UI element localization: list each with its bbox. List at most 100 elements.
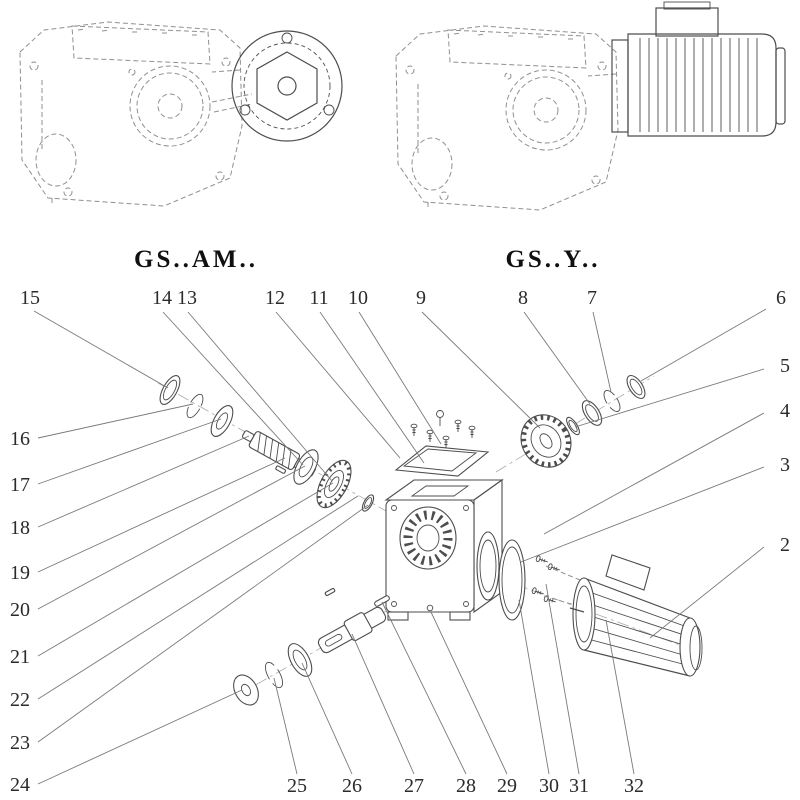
part-snap-ring-input [603,390,621,412]
part-key-pin [275,465,287,474]
part-spacer-ring-small [361,494,375,512]
part-pin-small [324,587,336,597]
leader-line-24 [37,689,243,785]
exploded-view [157,374,705,706]
part-output-shaft [317,606,387,654]
part-shaft-key [374,595,390,607]
leader-line-14 [162,311,304,466]
callout-number-32: 32 [624,775,644,797]
callout-number-25: 25 [287,775,307,797]
callout-number-21: 21 [10,646,30,668]
callout-number-22: 22 [10,689,30,711]
leader-line-19 [37,457,286,573]
part-gearbox-housing [384,478,504,621]
leader-line-25 [273,677,298,775]
callout-number-8: 8 [518,287,528,309]
part-cover-plate [394,410,490,477]
leader-line-16 [37,403,194,439]
part-drain-screw [426,604,434,612]
leader-line-7 [592,311,612,393]
part-washer-output [233,674,259,706]
leader-line-10 [358,311,442,445]
callout-number-14: 14 [152,287,172,309]
part-bearing-output [287,643,313,677]
leader-line-15 [33,310,169,389]
leader-line-12 [275,311,401,459]
leader-line-23 [37,504,369,743]
leader-line-9 [421,311,541,429]
part-motor-bolt [535,554,550,566]
output-flange-drawing [231,30,343,142]
part-cover-screw [468,425,476,439]
callout-number-31: 31 [569,775,589,797]
leader-line-5 [574,368,765,428]
part-spacer-input [566,416,580,436]
callout-number-28: 28 [456,775,476,797]
part-cover-screw [410,423,418,437]
part-snap-ring [186,393,204,419]
part-seal-ring [159,375,181,405]
part-cover-screw [454,419,462,433]
callout-number-2: 2 [780,534,790,556]
leader-line-11 [319,311,425,464]
gearbox-am-drawing [19,21,343,207]
leader-line-22 [37,495,359,700]
variant-label-gs-am: GS..AM.. [134,246,258,273]
leader-line-20 [37,465,306,610]
callout-number-3: 3 [780,454,790,476]
variant-label-gs-y: GS..Y.. [505,246,601,273]
callout-number-27: 27 [404,775,424,797]
part-bearing-input [581,400,603,426]
callout-number-5: 5 [780,355,790,377]
callout-number-11: 11 [309,287,328,309]
part-adapter-gasket [498,539,526,621]
gearbox-y-drawing [395,1,786,211]
callout-number-9: 9 [416,287,426,309]
leader-line-26 [301,662,353,775]
leader-line-27 [351,633,415,775]
part-terminal-box [605,554,651,591]
callout-number-10: 10 [348,287,368,309]
part-motor-flange-boss [476,531,500,601]
leader-line-3 [520,466,765,563]
callout-number-17: 17 [10,474,30,496]
part-snap-ring-output [264,661,284,689]
callout-number-19: 19 [10,562,30,584]
part-seal-input [626,374,646,400]
leader-line-13 [187,311,333,482]
callout-number-29: 29 [497,775,517,797]
leader-line-6 [640,308,767,382]
leader-line-31 [545,583,580,775]
callout-number-7: 7 [587,287,597,309]
callout-number-30: 30 [539,775,559,797]
motor-axis-line [487,573,705,655]
part-cover-screw [426,429,434,443]
part-worm-gear-disc [316,459,352,509]
callout-number-6: 6 [776,287,786,309]
leader-line-21 [37,482,334,657]
leader-line-28 [381,601,467,775]
leader-line-2 [649,546,765,639]
part-helical-gear [520,414,572,468]
part-motor [569,554,703,677]
leader-line-29 [430,611,508,775]
part-vent-plug [436,410,444,418]
motor-top-drawing [611,1,786,137]
callout-number-18: 18 [10,517,30,539]
callout-number-4: 4 [780,400,790,422]
leader-line-4 [543,412,765,535]
leader-line-30 [518,599,550,775]
callout-number-13: 13 [177,287,197,309]
callout-number-16: 16 [10,428,30,450]
callout-number-24: 24 [10,774,30,796]
part-bearing-small [210,405,234,437]
callout-number-23: 23 [10,732,30,754]
leader-line-8 [523,311,591,405]
part-motor-bolt [547,562,562,574]
callout-number-20: 20 [10,599,30,621]
callout-number-26: 26 [342,775,362,797]
leader-line-18 [37,435,250,528]
